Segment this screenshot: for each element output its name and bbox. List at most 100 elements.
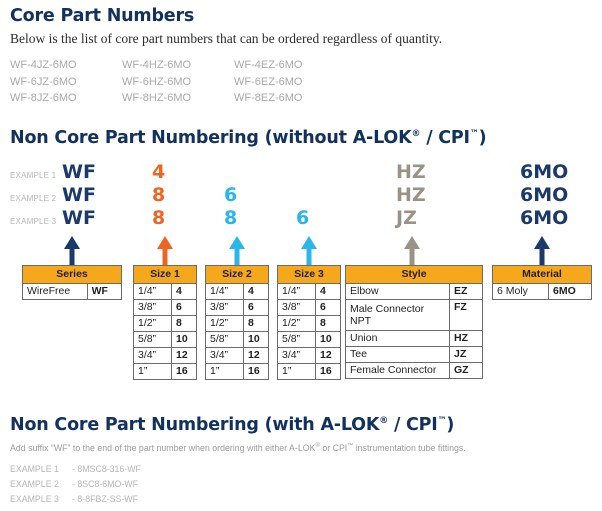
style-name: Male Connector NPT <box>345 299 450 331</box>
table-row: 3/4”12 <box>205 347 269 364</box>
table-row: 1/4”4 <box>205 283 269 300</box>
table-header-row: Size 2 <box>205 265 269 284</box>
heading-text-part: ) <box>446 415 455 435</box>
series-code: WF <box>86 283 123 300</box>
size-label: 3/4” <box>205 347 244 364</box>
size-label: 1” <box>133 363 172 380</box>
size3-table-header: Size 3 <box>277 265 341 284</box>
table-row: 5/8”10 <box>277 331 341 348</box>
table-header-row: Series <box>22 265 122 284</box>
example-3-size3: 6 <box>296 207 310 229</box>
size-code: 4 <box>315 283 341 300</box>
size-label: 1/2” <box>205 315 244 332</box>
table-row: 3/8”6 <box>133 299 197 316</box>
material-name: 6 Moly <box>492 283 549 300</box>
table-header-row: Material <box>492 265 592 284</box>
core-list-column-3: WF-4EZ-6MO WF-6EZ-6MO WF-8EZ-6MO <box>234 57 302 107</box>
size-label: 5/8” <box>277 331 316 348</box>
example-2-material: 6MO <box>520 184 569 206</box>
core-part-numbers-lead: Below is the list of core part numbers t… <box>10 31 443 46</box>
style-name: Elbow <box>345 283 450 300</box>
example-1-label: EXAMPLE 1 <box>10 171 57 180</box>
table-row: 3/4”12 <box>277 347 341 364</box>
core-part-number: WF-6JZ-6MO <box>10 75 77 88</box>
size-code: 4 <box>243 283 269 300</box>
trademark-icon: ™ <box>437 416 447 427</box>
example-2-series: WF <box>62 184 96 206</box>
series-table-header: Series <box>22 265 122 284</box>
table-row: 1”16 <box>277 363 341 380</box>
size-label: 1” <box>205 363 244 380</box>
size-code: 6 <box>171 299 197 316</box>
series-table: Series WireFree WF <box>22 265 123 300</box>
registered-icon: ® <box>411 129 421 140</box>
size2-arrow-up-icon <box>229 236 245 266</box>
table-row: 1/4”4 <box>133 283 197 300</box>
heading-text-part: Non Core Part Numbering (without A-LOK <box>10 128 412 148</box>
size-code: 6 <box>243 299 269 316</box>
trademark-icon: ™ <box>347 443 354 450</box>
example-1-size1: 4 <box>152 161 166 183</box>
example-2-label: EXAMPLE 2 <box>10 194 57 203</box>
size-code: 10 <box>171 331 197 348</box>
note-text-part: or CPI <box>319 443 348 453</box>
table-header-row: Size 3 <box>277 265 341 284</box>
table-row: 1”16 <box>205 363 269 380</box>
material-code: 6MO <box>548 283 592 300</box>
table-row: 6 Moly 6MO <box>492 283 592 300</box>
size-label: 3/8” <box>277 299 316 316</box>
example-2-size1: 8 <box>152 184 166 206</box>
size1-arrow-up-icon <box>157 236 173 266</box>
size-code: 8 <box>243 315 269 332</box>
heading-text-part: / CPI <box>388 415 438 435</box>
style-name: Union <box>345 330 450 347</box>
style-code: EZ <box>449 283 483 300</box>
table-row: WireFree WF <box>22 283 123 300</box>
table-row: 1/2”8 <box>133 315 197 332</box>
core-list-column-1: WF-4JZ-6MO WF-6JZ-6MO WF-8JZ-6MO <box>10 57 77 107</box>
example-3-style: JZ <box>396 207 417 229</box>
size-code: 4 <box>171 283 197 300</box>
size-code: 8 <box>315 315 341 332</box>
size-code: 12 <box>171 347 197 364</box>
core-part-number: WF-6HZ-6MO <box>122 75 192 88</box>
note-text-part: instrumentation tube fittings. <box>353 443 466 453</box>
example-1-series: WF <box>62 161 96 183</box>
with-example-3-label: EXAMPLE 3 <box>10 494 59 504</box>
with-example-1-part: - 8MSC8-316-WF <box>72 464 141 474</box>
example-3-size1: 8 <box>152 207 166 229</box>
heading-text-part: ) <box>478 128 487 148</box>
core-list-column-2: WF-4HZ-6MO WF-6HZ-6MO WF-8HZ-6MO <box>122 57 191 107</box>
core-part-number: WF-6EZ-6MO <box>234 75 303 88</box>
example-1-style: HZ <box>396 161 426 183</box>
with-example-2-label: EXAMPLE 2 <box>10 479 59 489</box>
core-part-number: WF-8JZ-6MO <box>10 92 77 104</box>
example-3-series: WF <box>62 207 96 229</box>
example-1-material: 6MO <box>520 161 569 183</box>
example-3-size2: 8 <box>224 207 238 229</box>
example-3-material: 6MO <box>520 207 569 229</box>
heading-text-part: / CPI <box>420 128 470 148</box>
size-code: 16 <box>243 363 269 380</box>
size3-arrow-up-icon <box>301 236 317 266</box>
registered-icon: ® <box>315 443 320 450</box>
core-part-number: WF-4JZ-6MO <box>10 59 77 71</box>
with-example-1-row: EXAMPLE 1 - 8MSC8-316-WF <box>10 464 310 478</box>
size-label: 1” <box>277 363 316 380</box>
size-code: 16 <box>315 363 341 380</box>
heading-text-part: Non Core Part Numbering (with A-LOK <box>10 415 380 435</box>
table-header-row: Size 1 <box>133 265 197 284</box>
size3-table: Size 3 1/4”4 3/8”6 1/2”8 5/8”10 3/4”12 1… <box>277 265 341 380</box>
size-label: 3/4” <box>277 347 316 364</box>
core-part-number: WF-4HZ-6MO <box>122 59 192 71</box>
core-part-number: WF-8EZ-6MO <box>234 92 303 104</box>
size2-table-header: Size 2 <box>205 265 269 284</box>
style-code: FZ <box>449 299 483 331</box>
